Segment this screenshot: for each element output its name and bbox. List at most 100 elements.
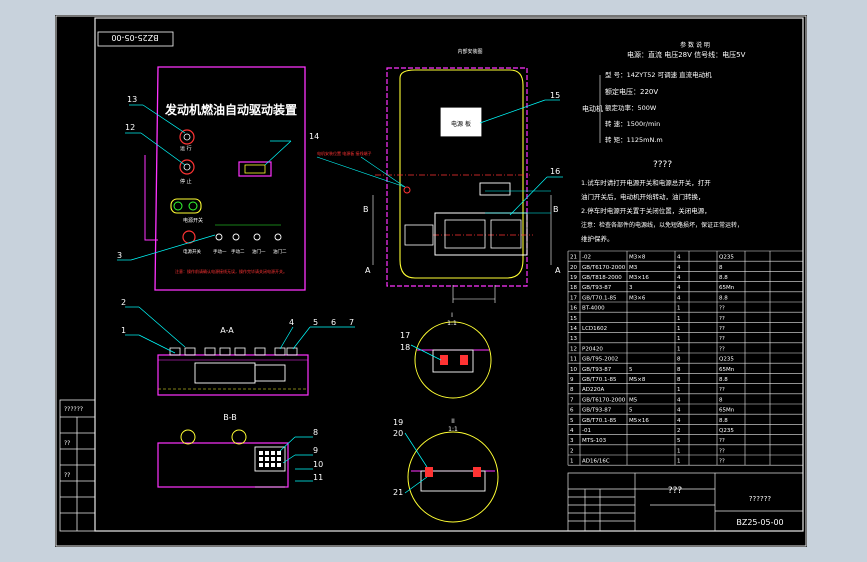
lamp-label-stop: 停 止 [180,178,192,185]
bom-cell: Q235 [719,255,734,261]
callout-18: 18 [400,343,410,352]
specs-heading: 参 数 说 明 [680,41,710,49]
bom-cell: 1 [677,459,681,465]
panel-label-4: 油门一 [252,248,266,255]
bom-cell: 5 [629,367,633,373]
bom-cell: 8.8 [719,295,728,301]
motor-label: 电动机 [582,104,603,113]
bom-cell: AD220A [582,387,604,393]
bom-cell: 1 [677,336,681,342]
bom-cell: ?? [719,438,725,444]
rear-leaders [479,99,563,216]
bom-cell: AD16/16C [582,459,610,465]
bom-cell: 4 [677,265,681,271]
detail-2-view [407,431,499,523]
bom-cell: 5 [677,438,681,444]
bom-cell: 18 [570,285,577,291]
bom-cell: GB/T93-87 [582,285,612,291]
notes-heading: ???? [653,160,672,170]
bom-cell: 16 [570,306,577,312]
bom-cell: 3 [629,285,633,291]
bb-leaders [279,436,313,482]
callout-19: 19 [393,418,403,427]
panel-label-5: 油门二 [273,248,287,255]
bom-cell: 4 [677,255,681,261]
code-stamp-box [97,31,174,47]
notes-line-1: 1.试车时请打开电源开关和电源总开关，打开 [581,178,711,187]
panel-label-3: 手动二 [231,248,245,255]
bom-cell: 1 [677,326,681,332]
view-mark-a-right: A [555,266,561,275]
bom-cell: GB/T95-2002 [582,357,618,363]
bom-cell: 65Mn [719,367,735,373]
callout-15: 15 [550,91,560,100]
power-board [440,107,482,137]
bom-cell: ?? [719,459,725,465]
bom-cell: 8.8 [719,275,728,281]
bom-cell: 8 [677,367,681,373]
spec-row-2: 额定电压：220V [605,87,658,96]
left-strip-cell1: ?????? [64,406,83,413]
bom-cell: 1 [677,387,681,393]
callout-4: 4 [289,318,294,327]
callout-7: 7 [349,318,354,327]
bom-cell: GB/T6170-2000 [582,265,626,271]
callout-9: 9 [313,446,318,455]
left-strip [59,399,96,532]
bom-cell: GB/T70.1-85 [582,377,617,383]
specs-line1: 电源：直流 电压28V 信号线：电压5V [627,50,746,59]
bom-cell: M3×6 [629,295,646,301]
section-aa-view [157,347,309,396]
rear-view-label: 内部安装图 [457,48,482,55]
bom-cell: BT-4000 [582,306,605,312]
detail-2-leaders [404,432,428,494]
callout-5: 5 [313,318,318,327]
bom-cell: 4 [677,295,681,301]
bom-cell: 8.8 [719,377,728,383]
front-leaders [117,104,292,261]
bom-cell: 4 [570,428,574,434]
switch-label: 电源开关 [183,217,203,224]
bom-cell: 8 [719,265,723,271]
bom-cell: M5 [629,397,638,403]
bom-cell: 4 [677,408,681,414]
section-aa-title: A-A [220,326,234,335]
bom-cell: 8 [677,357,681,363]
title-block [567,472,804,532]
drawing-title: 发动机燃油自动驱动装置 [164,102,297,117]
bom-cell: M3×8 [629,255,646,261]
bom-cell: ?? [719,448,725,454]
bom-cell: 65Mn [719,408,735,414]
bom-cell: 9 [570,377,574,383]
callout-20: 20 [393,429,403,438]
bom-cell: M5×8 [629,377,646,383]
bom-cell: 19 [570,275,577,281]
rear-internal-view [372,67,552,303]
bom-cell: GB/T6170-2000 [582,397,626,403]
code-stamp: BZ25-05-00 [111,33,158,42]
callout-2: 2 [121,298,126,307]
callout-11: 11 [313,473,323,482]
spec-row-5: 转 矩：1125mN.m [605,135,663,144]
indicator-lamp-run [179,129,195,145]
bom-cell: 17 [570,295,577,301]
spec-row-4: 转 速：1500r/min [605,119,660,128]
bom-cell: 21 [570,255,577,261]
bom-cell: GB/T70.1-85 [582,418,617,424]
left-strip-cell2: ?? [64,440,70,447]
bom-cell: Q235 [719,357,734,363]
bom-cell: 15 [570,316,577,322]
view-mark-a-left: A [365,266,371,275]
notes-line-3: 2.停车时电源开关置于关闭位置，关闭电源， [581,206,711,215]
section-bb-view [157,429,289,488]
callout-8: 8 [313,428,318,437]
bom-cell: 4 [677,418,681,424]
lamp-label-run: 运 行 [180,145,192,152]
panel-label-1: 电源开关 [183,248,201,255]
bom-cell: MTS-103 [582,438,607,444]
callout-1: 1 [121,326,126,335]
bom-cell: M3 [629,265,638,271]
title-block-code: BZ25-05-00 [736,518,783,527]
